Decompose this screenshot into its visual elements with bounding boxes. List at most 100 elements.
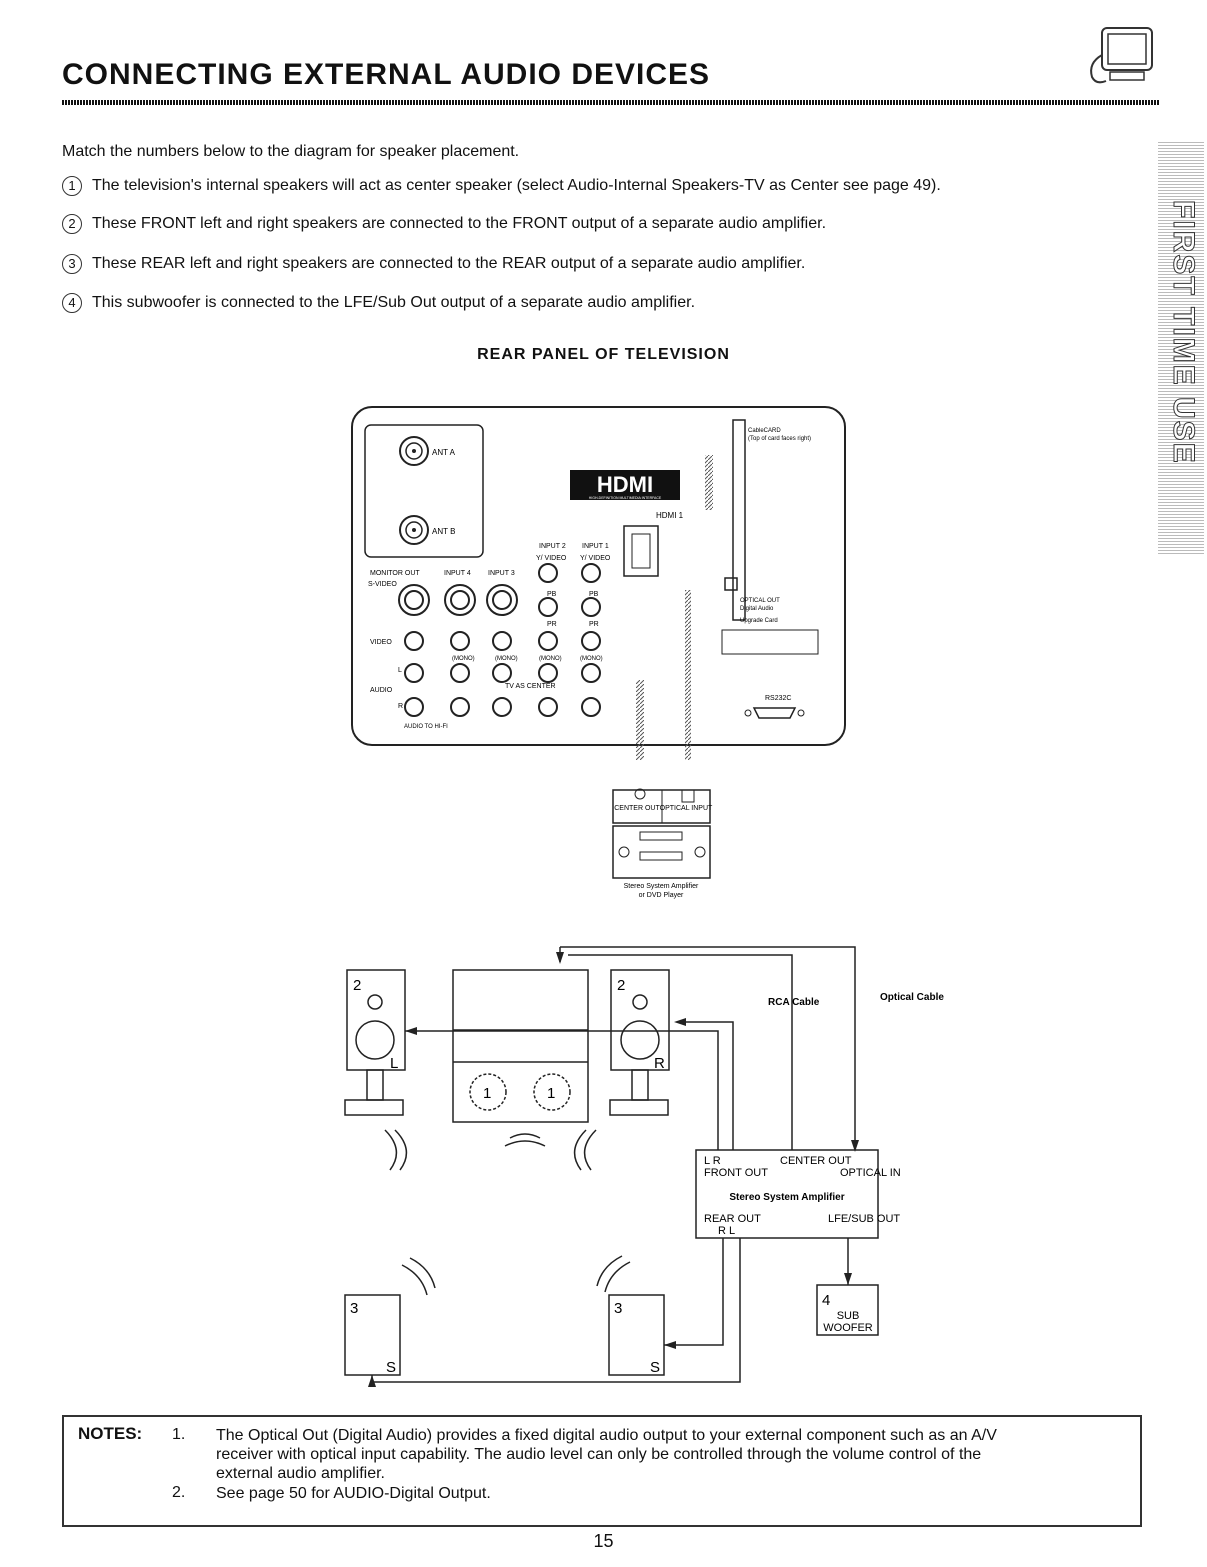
speaker-3-right-number: 3 xyxy=(614,1300,622,1317)
arrowheads xyxy=(368,952,859,1387)
side-tab-label: FIRST TIME USE xyxy=(1167,200,1201,466)
speaker-1-right-number: 1 xyxy=(547,1085,555,1102)
rear-right-label: S xyxy=(650,1359,660,1376)
pb-label-2: PB xyxy=(547,591,557,598)
ant-b-jack xyxy=(399,515,429,545)
optical-cable-line xyxy=(560,946,856,1150)
rca-jacks xyxy=(404,563,601,717)
hdmi-logo-sub: HIGH-DEFINITION MULTIMEDIA INTERFACE xyxy=(589,496,662,500)
mono-label-1: (MONO) xyxy=(580,656,603,662)
upgrade-card-label: Upgrade Card xyxy=(740,618,778,624)
rca-cable-label: RCA Cable xyxy=(768,997,820,1008)
pr-label-1: PR xyxy=(589,621,599,628)
amp-caption-2: or DVD Player xyxy=(639,892,684,899)
pr-label-2: PR xyxy=(547,621,557,628)
television xyxy=(452,969,589,1123)
woofer-label: WOOFER xyxy=(823,1322,873,1334)
amplifier-bottom xyxy=(695,1149,879,1239)
cablecard-note: (Top of card faces right) xyxy=(748,436,811,442)
amp-lfe-sub-label: LFE/SUB OUT xyxy=(828,1213,900,1225)
audio-l-label: L xyxy=(398,667,402,674)
audio-r-label: R xyxy=(398,703,403,710)
center-out-label: CENTER OUT xyxy=(614,805,660,812)
amp-front-out-label: FRONT OUT xyxy=(704,1167,768,1179)
note-text-line: The Optical Out (Digital Audio) provides… xyxy=(216,1427,997,1444)
tv-mascot-icon xyxy=(1090,27,1153,84)
front-right-wire xyxy=(680,1021,734,1150)
item-number: 2 xyxy=(62,214,82,234)
sub-label: SUB xyxy=(837,1310,860,1322)
audio-to-hifi-label: AUDIO TO HI-FI xyxy=(404,724,448,730)
input4-label: INPUT 4 xyxy=(444,570,471,577)
notes-heading: NOTES: xyxy=(78,1424,143,1443)
item-text: This subwoofer is connected to the LFE/S… xyxy=(92,294,696,311)
amp-center-out-label: CENTER OUT xyxy=(780,1155,852,1167)
video-label: VIDEO xyxy=(370,639,392,646)
input3-label: INPUT 3 xyxy=(488,570,515,577)
digital-audio-label: Digital Audio xyxy=(740,606,774,612)
rear-right-speaker xyxy=(608,1294,665,1376)
cablecard-label: CableCARD xyxy=(748,428,781,434)
front-right-label: R xyxy=(654,1055,665,1072)
rear-right-wire xyxy=(664,1238,724,1346)
speaker-2-left-number: 2 xyxy=(353,977,361,994)
list-item: 2 These FRONT left and right speakers ar… xyxy=(62,214,826,234)
ant-a-label: ANT A xyxy=(432,448,456,457)
pb-label-1: PB xyxy=(589,591,599,598)
note-text-line: See page 50 for AUDIO-Digital Output. xyxy=(216,1485,491,1502)
amp-name-label: Stereo System Amplifier xyxy=(729,1192,844,1203)
monitor-out-label: MONITOR OUT xyxy=(370,570,420,577)
front-left-wire xyxy=(405,1030,719,1150)
hdmi1-label: HDMI 1 xyxy=(656,511,684,520)
front-left-label: L xyxy=(390,1055,398,1072)
rs232c-port xyxy=(752,707,797,719)
input2-label: INPUT 2 xyxy=(539,543,566,550)
mono-label-2: (MONO) xyxy=(539,656,562,662)
note-text-line: external audio amplifier. xyxy=(216,1465,385,1482)
amp-lr-label: L R xyxy=(704,1155,721,1167)
side-tab xyxy=(1158,142,1204,554)
optical-cable-label: Optical Cable xyxy=(880,992,944,1003)
license-label xyxy=(721,629,819,655)
title-rule xyxy=(62,100,1160,105)
speaker-1-left-number: 1 xyxy=(483,1085,491,1102)
amp-optical-in-label: OPTICAL IN xyxy=(840,1167,901,1179)
rs232c-label: RS232C xyxy=(765,695,791,702)
tv-as-center-label: TV AS CENTER xyxy=(505,683,556,690)
intro-text: Match the numbers below to the diagram f… xyxy=(62,143,520,160)
item-text: These FRONT left and right speakers are … xyxy=(92,215,827,232)
speaker-4-number: 4 xyxy=(822,1292,830,1309)
y-video-label-1: Y/ VIDEO xyxy=(580,555,611,562)
mono-label-4: (MONO) xyxy=(452,656,475,662)
note-number: 1. xyxy=(172,1426,186,1443)
item-number: 4 xyxy=(62,293,82,313)
note-text-line: receiver with optical input capability. … xyxy=(216,1446,982,1463)
ant-b-label: ANT B xyxy=(432,527,455,536)
page-title: CONNECTING EXTERNAL AUDIO DEVICES xyxy=(62,58,711,91)
list-item: 1 The television's internal speakers wil… xyxy=(62,176,941,196)
amp-rl-label: R L xyxy=(718,1225,735,1237)
rear-panel: ANT A ANT B HDMI HIGH-DEFINITION MULTIME… xyxy=(351,406,846,760)
item-text: The television's internal speakers will … xyxy=(92,177,941,194)
s-video-label: S-VIDEO xyxy=(368,581,397,588)
mono-label-3: (MONO) xyxy=(495,656,518,662)
list-item: 4 This subwoofer is connected to the LFE… xyxy=(62,293,695,313)
room-layout xyxy=(344,946,879,1383)
list-item: 3 These REAR left and right speakers are… xyxy=(62,254,805,274)
item-text: These REAR left and right speakers are c… xyxy=(92,255,806,272)
audio-label: AUDIO xyxy=(370,687,393,694)
page-number: 15 xyxy=(593,1531,614,1551)
amp-rear-out-label: REAR OUT xyxy=(704,1213,761,1225)
hdmi1-port xyxy=(623,525,659,577)
hdmi-logo-text: HDMI xyxy=(597,472,653,497)
item-number: 3 xyxy=(62,254,82,274)
connection-diagram: ANT A ANT B HDMI HIGH-DEFINITION MULTIME… xyxy=(344,406,944,1387)
speaker-2-right-number: 2 xyxy=(617,977,625,994)
rear-left-wire xyxy=(371,1238,741,1383)
rear-left-label: S xyxy=(386,1359,396,1376)
optical-input-label: OPTICAL INPUT xyxy=(660,805,713,812)
hdmi-logo xyxy=(570,470,680,500)
ant-a-jack xyxy=(399,436,429,466)
item-number: 1 xyxy=(62,176,82,196)
cablecard-slot xyxy=(732,419,746,621)
